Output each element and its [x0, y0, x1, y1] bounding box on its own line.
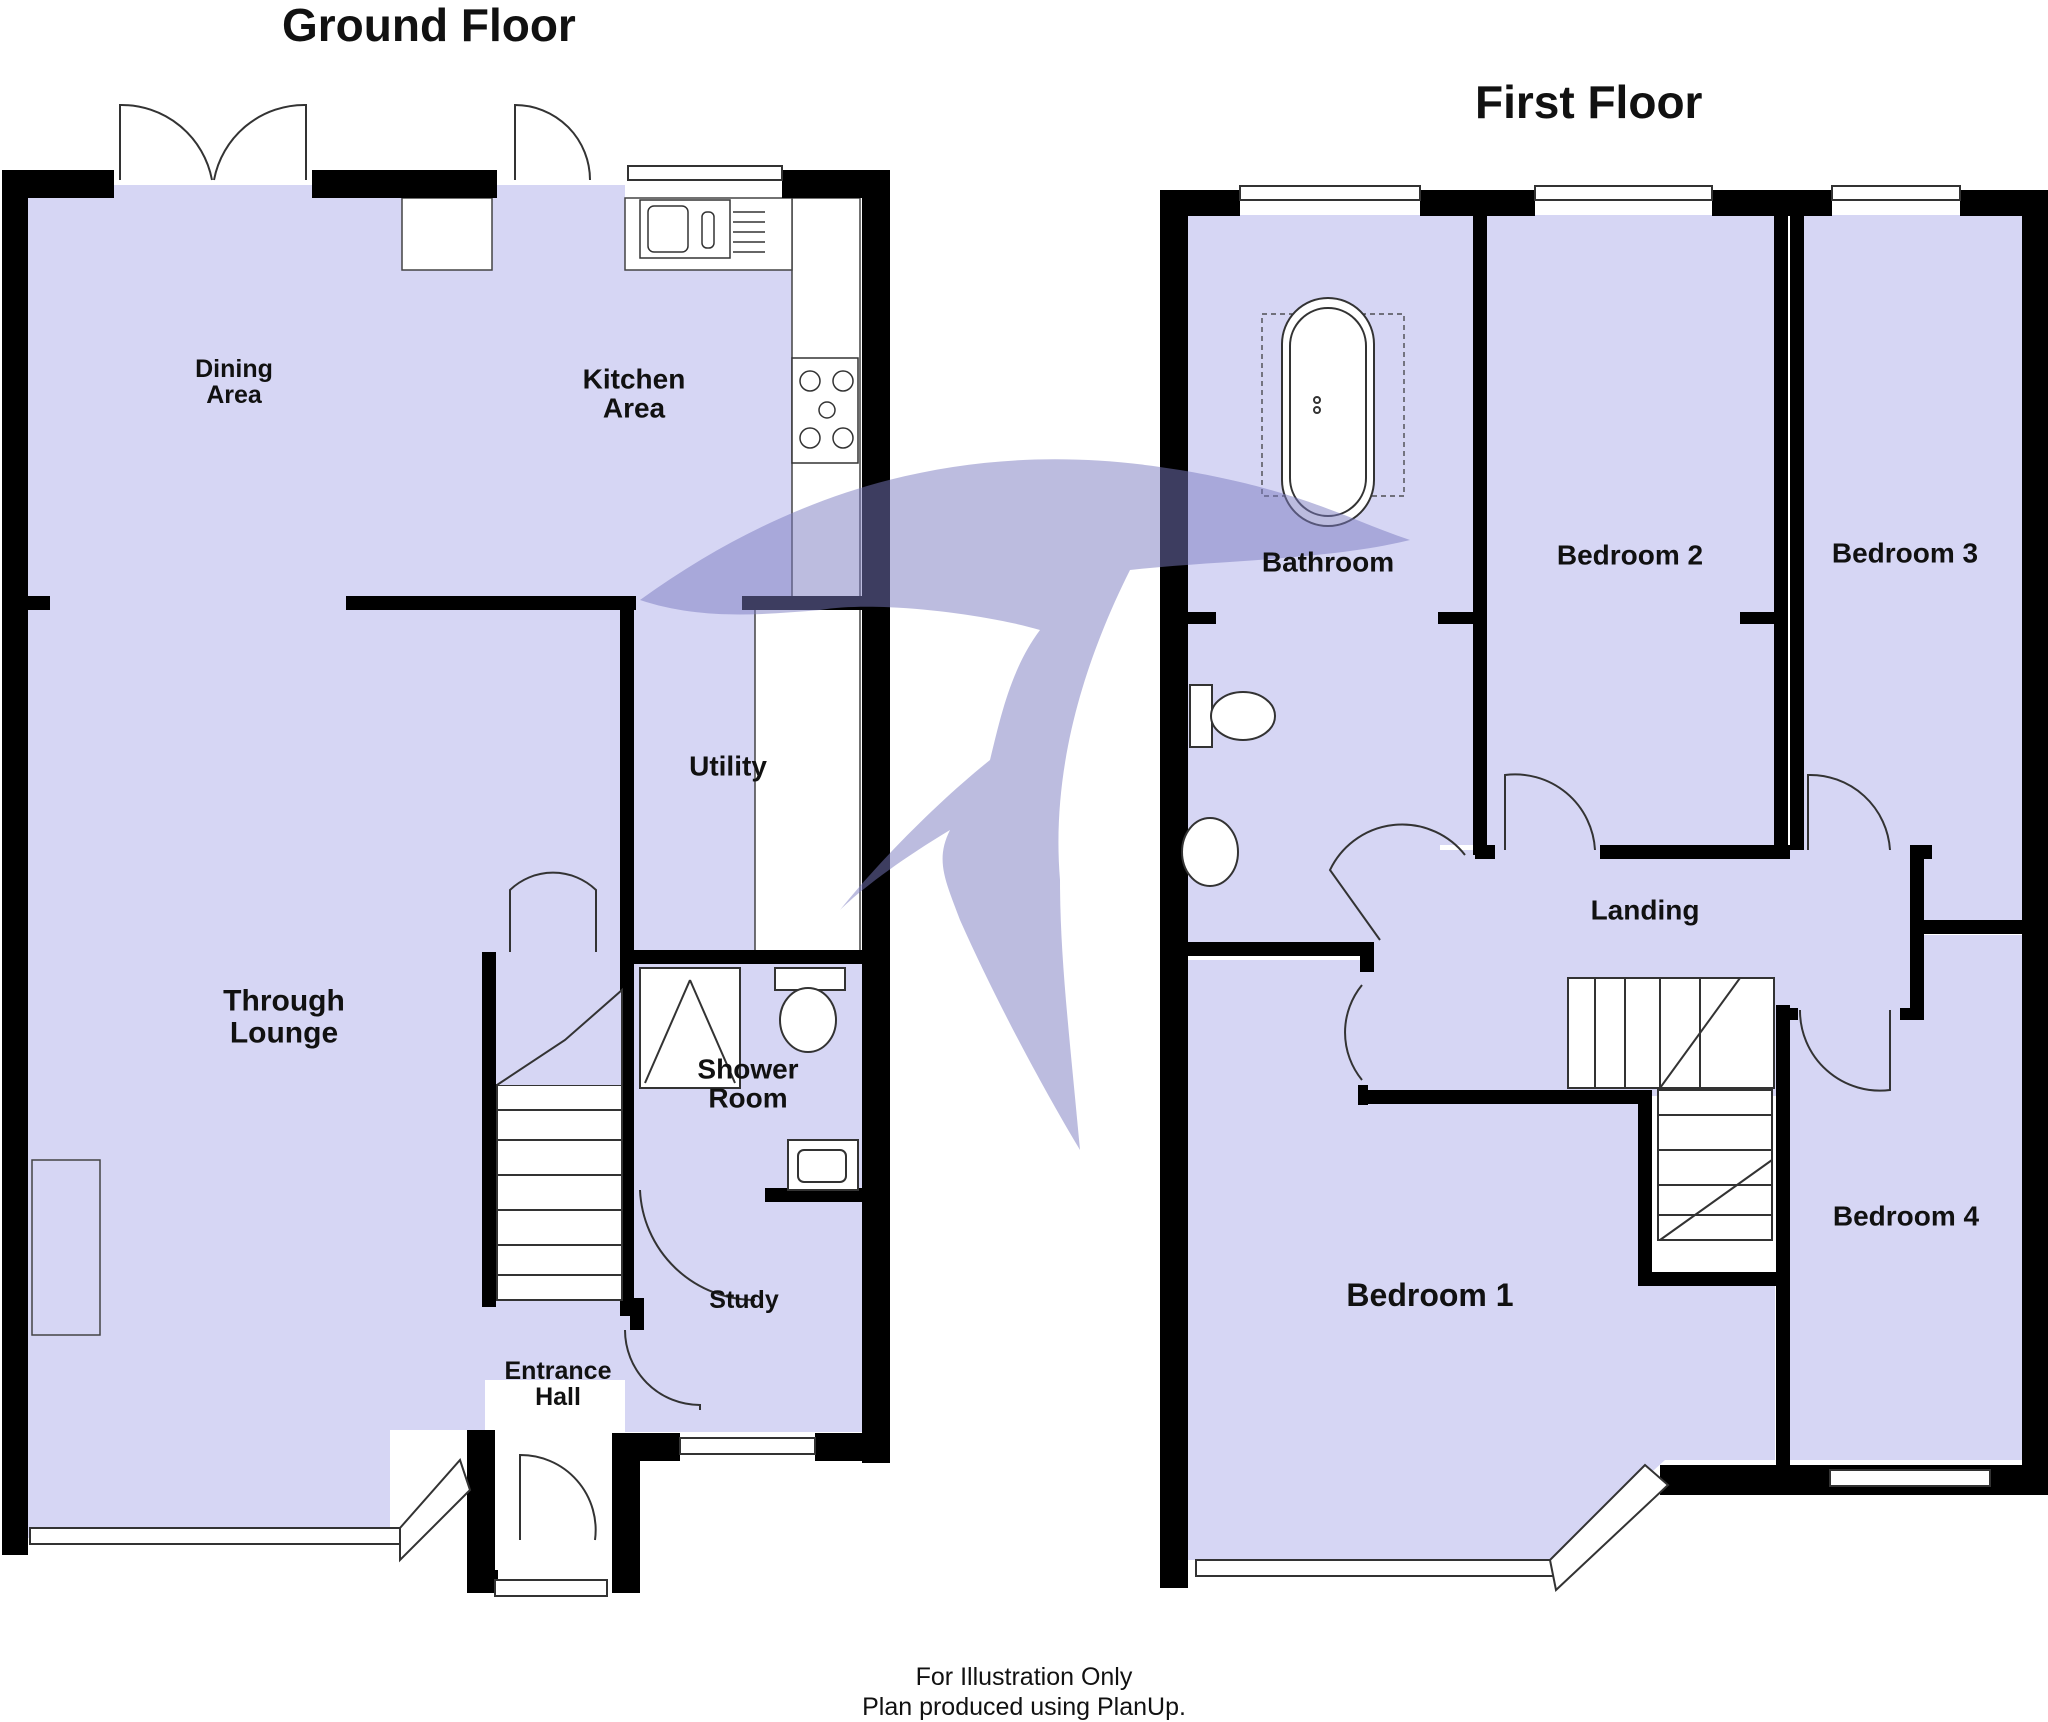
bedroom4-fill	[1790, 935, 2022, 1460]
hob	[791, 357, 859, 464]
ground-floor-room-fills	[22, 185, 865, 1538]
ground-wc	[774, 967, 846, 1053]
room-label-bathroom: Bathroom	[1261, 546, 1395, 578]
room-label-utility: Utility	[689, 750, 767, 782]
room-label-line: Kitchen	[582, 363, 686, 395]
bedroom1-fill	[1188, 960, 1775, 1560]
bay-window-ground	[399, 1458, 472, 1563]
room-label-bedroom-1: Bedroom 1	[1346, 1279, 1513, 1313]
first-wc	[1189, 684, 1276, 748]
room-label-line: Room	[708, 1083, 788, 1114]
room-label-line: Landing	[1590, 894, 1700, 926]
bathroom-fill	[1188, 215, 1480, 950]
footer-note: For Illustration Only Plan produced usin…	[862, 1662, 1186, 1722]
room-label-line: Through	[223, 984, 345, 1018]
ground-floor-walls	[2, 170, 890, 1593]
footer-line-planup: Plan produced using PlanUp.	[862, 1693, 1186, 1721]
room-label-line: Bedroom 4	[1832, 1200, 1980, 1232]
footer-line-illustration: For Illustration Only	[915, 1663, 1133, 1691]
room-label-entrance-hall: Entrance Hall	[504, 1356, 612, 1411]
ground-floor-doors	[119, 103, 756, 1541]
first-floor-title: First Floor	[1475, 76, 1703, 128]
room-label-through-lounge: Through Lounge	[223, 984, 345, 1049]
room-label-line: Area	[602, 393, 666, 424]
kitchen-sink	[639, 199, 765, 259]
watermark-logo	[640, 459, 1410, 1150]
room-label-line: Entrance	[504, 1356, 612, 1385]
ground-floor-stairs	[496, 987, 623, 1301]
ground-floor-title: Ground Floor	[282, 0, 576, 51]
room-label-study: Study	[709, 1285, 779, 1314]
first-floor-plan	[1160, 185, 2048, 1592]
landing-fill	[1372, 850, 1920, 1096]
first-floor-room-fills	[1188, 215, 2022, 1560]
bedroom3-fill	[1792, 215, 2022, 920]
room-label-line: Utility	[689, 750, 767, 782]
first-floor-walls	[1160, 190, 2048, 1588]
room-label-line: Area	[206, 381, 262, 409]
room-label-landing: Landing	[1590, 894, 1700, 926]
room-label-bedroom-3: Bedroom 3	[1831, 537, 1979, 569]
first-floor-doors	[1328, 773, 1891, 1092]
bay-window-first	[1548, 1463, 1670, 1592]
room-label-bedroom-4: Bedroom 4	[1832, 1200, 1980, 1232]
room-label-line: Bedroom 3	[1831, 537, 1979, 569]
bedroom2-fill	[1486, 215, 1780, 850]
room-label-bedroom-2: Bedroom 2	[1556, 539, 1704, 571]
chimney-breast	[401, 197, 493, 271]
room-label-line: Bedroom 1	[1346, 1277, 1514, 1314]
room-label-kitchen-area: Kitchen Area	[582, 363, 686, 424]
room-label-line: Lounge	[229, 1016, 339, 1049]
bath	[1261, 297, 1405, 527]
shower-tray	[639, 967, 741, 1089]
first-basin	[1181, 817, 1239, 887]
first-floor-stairs	[1567, 977, 1775, 1241]
room-label-line: Study	[709, 1285, 779, 1314]
room-label-line: Hall	[535, 1383, 581, 1411]
room-label-dining-area: Dining Area	[195, 354, 273, 409]
room-label-line: Dining	[195, 354, 273, 383]
room-label-line: Shower	[697, 1053, 799, 1085]
room-label-line: Bathroom	[1261, 546, 1395, 578]
first-floor-windows	[1195, 185, 1991, 1577]
room-label-line: Bedroom 2	[1556, 539, 1704, 571]
ground-basin	[787, 1139, 859, 1191]
ground-floor-plan	[2, 103, 890, 1597]
fireplace	[31, 1159, 101, 1336]
room-label-shower-room: Shower Room	[697, 1053, 799, 1114]
